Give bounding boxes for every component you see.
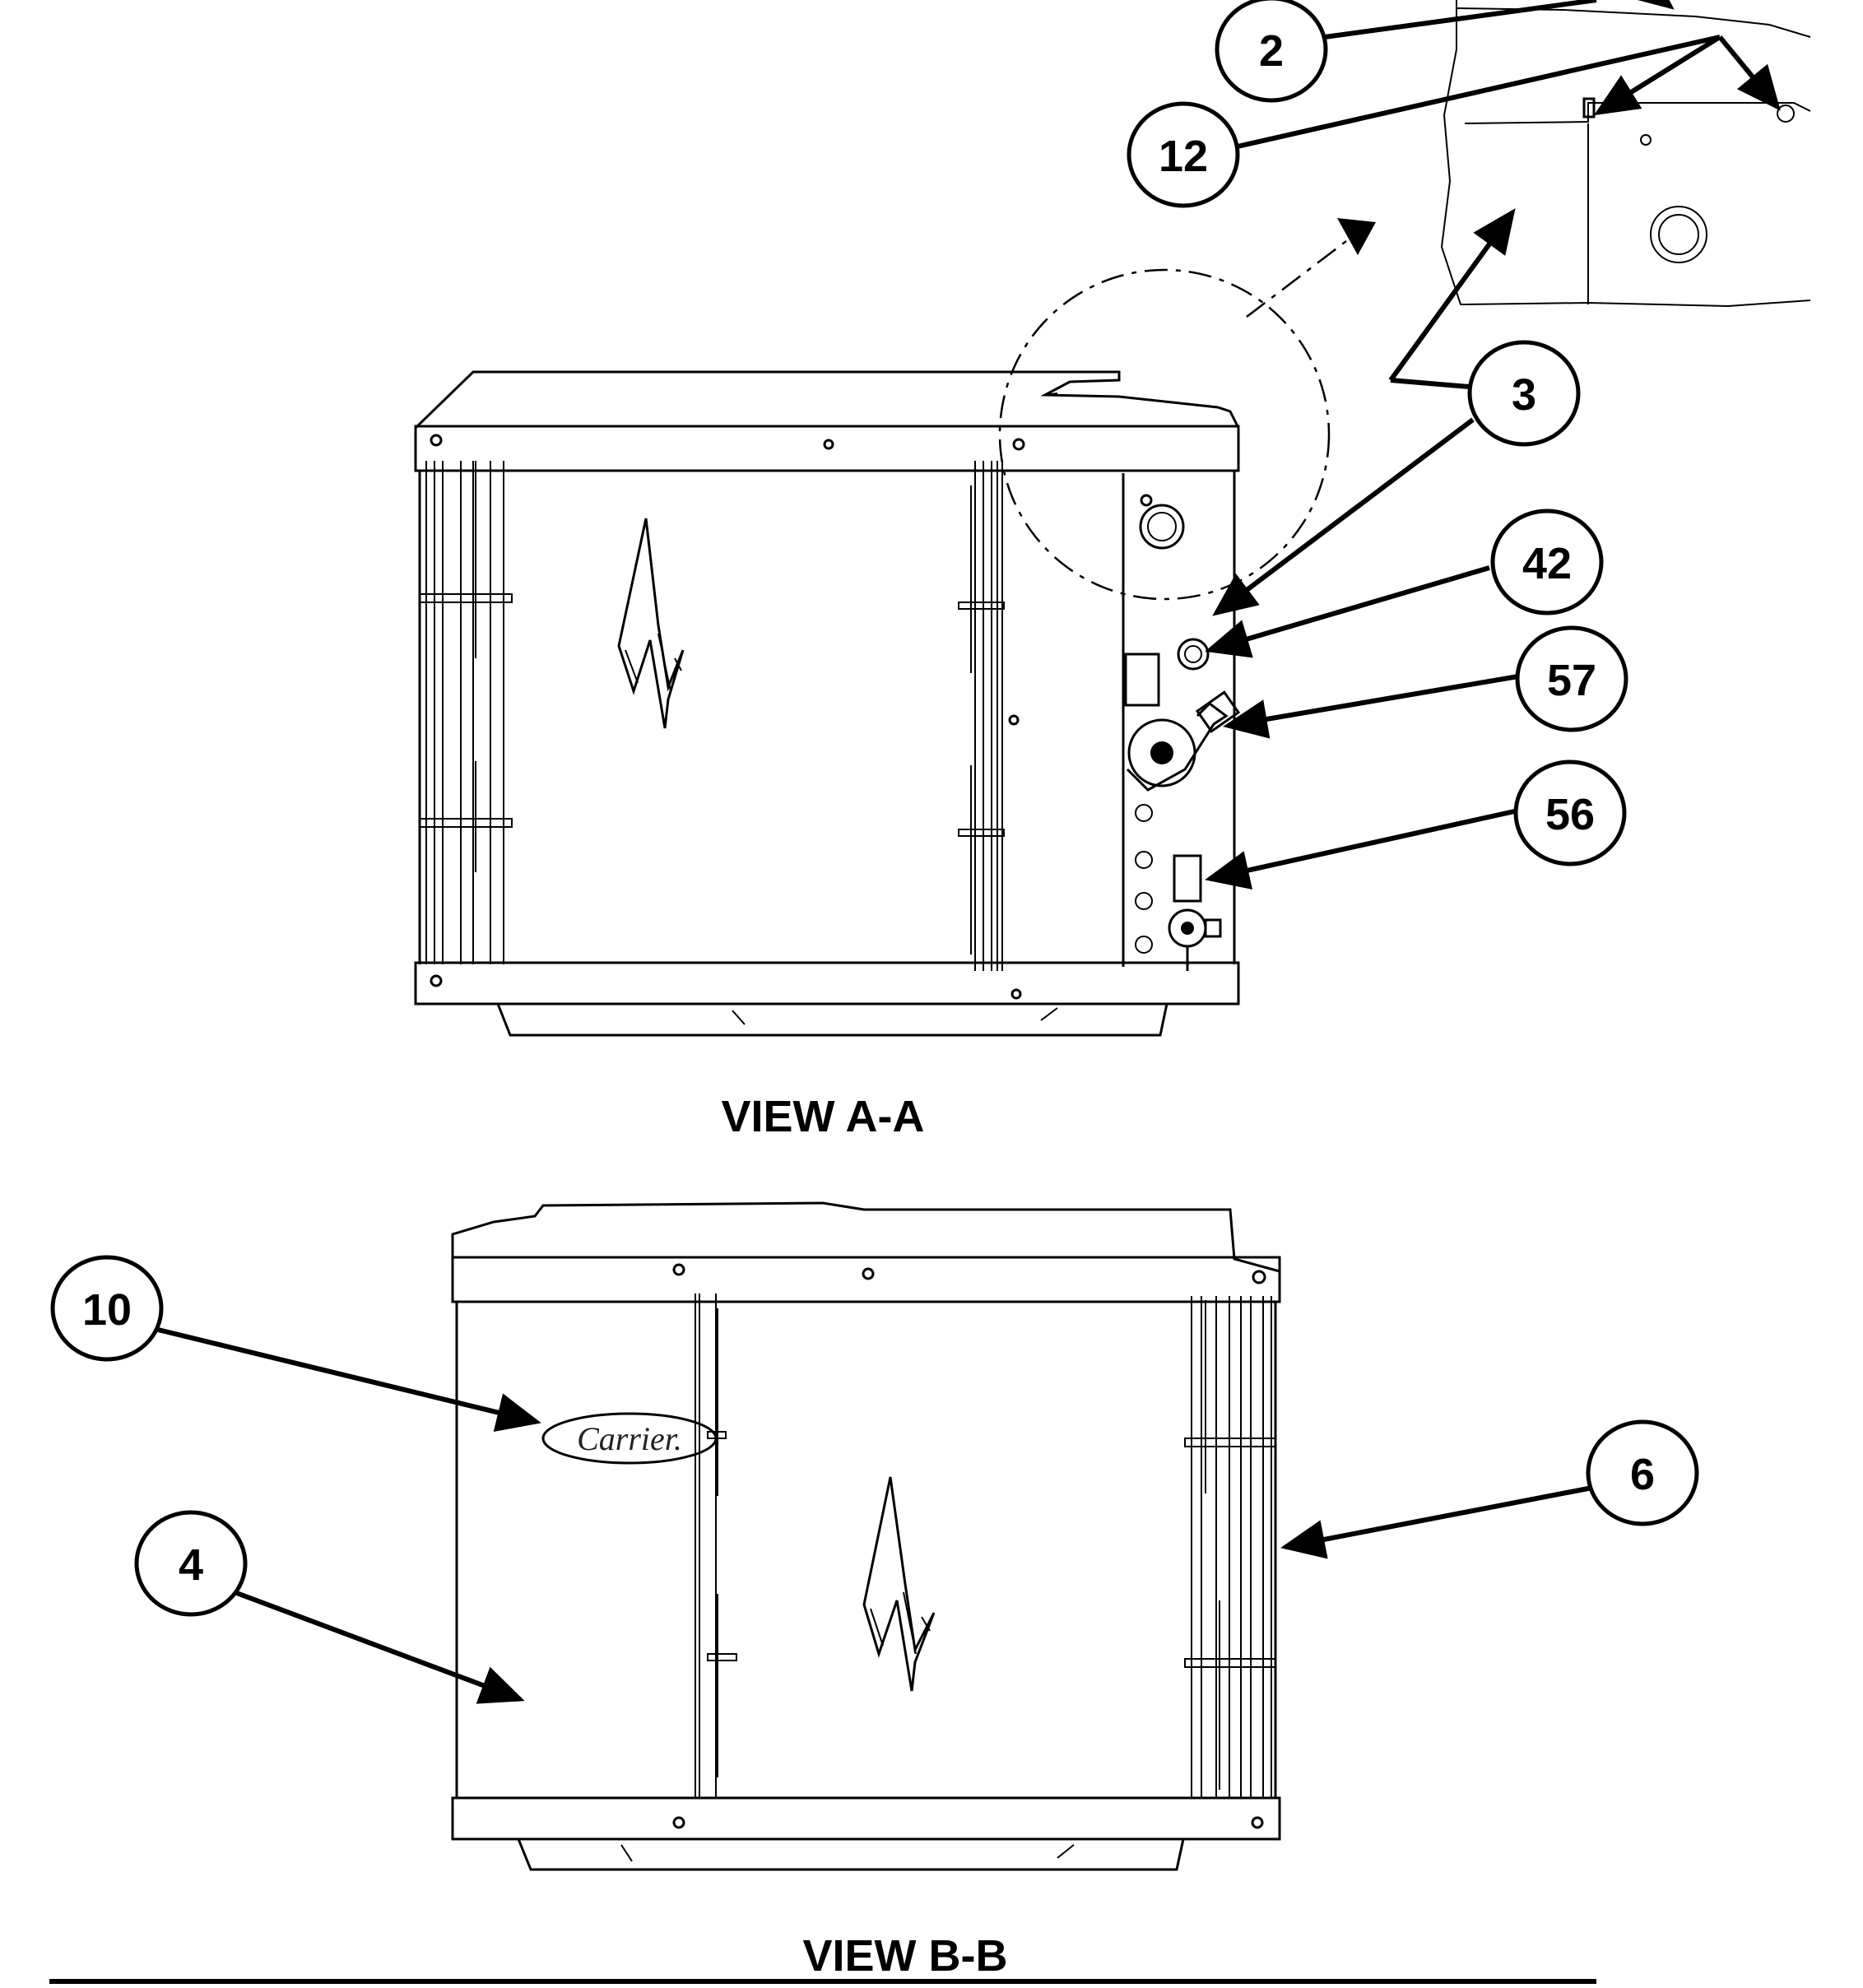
callout-2-label: 2 — [1259, 26, 1284, 76]
callout-56-label: 56 — [1545, 790, 1595, 839]
callout-42-label: 42 — [1522, 539, 1572, 588]
view-b-b-title: VIEW B-B — [803, 1931, 1008, 1981]
callout-4-label: 4 — [179, 1540, 203, 1590]
callout-12: 12 — [1127, 101, 1240, 208]
view-a-a-title: VIEW A-A — [722, 1092, 925, 1141]
callout-12-label: 12 — [1159, 132, 1208, 181]
callout-10: 10 — [50, 1255, 164, 1362]
callout-6: 6 — [1586, 1419, 1699, 1526]
unit-view-b-b: Carrier. — [451, 1201, 1281, 1871]
callout-6-label: 6 — [1630, 1450, 1655, 1499]
callout-42: 42 — [1490, 509, 1604, 615]
callout-10-label: 10 — [82, 1285, 132, 1335]
unit-view-a-a — [414, 370, 1241, 1037]
callout-57: 57 — [1515, 625, 1628, 732]
callout-57-label: 57 — [1547, 656, 1596, 705]
callout-4: 4 — [134, 1510, 248, 1617]
detail-inset — [1440, 0, 1811, 308]
leader-lines — [154, 0, 1781, 1704]
callout-2: 2 — [1215, 0, 1328, 103]
callout-3-label: 3 — [1512, 370, 1536, 420]
callout-3: 3 — [1467, 340, 1581, 447]
callout-56: 56 — [1513, 759, 1627, 866]
detail-reference-circle — [998, 218, 1376, 601]
brand-logo: Carrier. — [577, 1420, 682, 1457]
